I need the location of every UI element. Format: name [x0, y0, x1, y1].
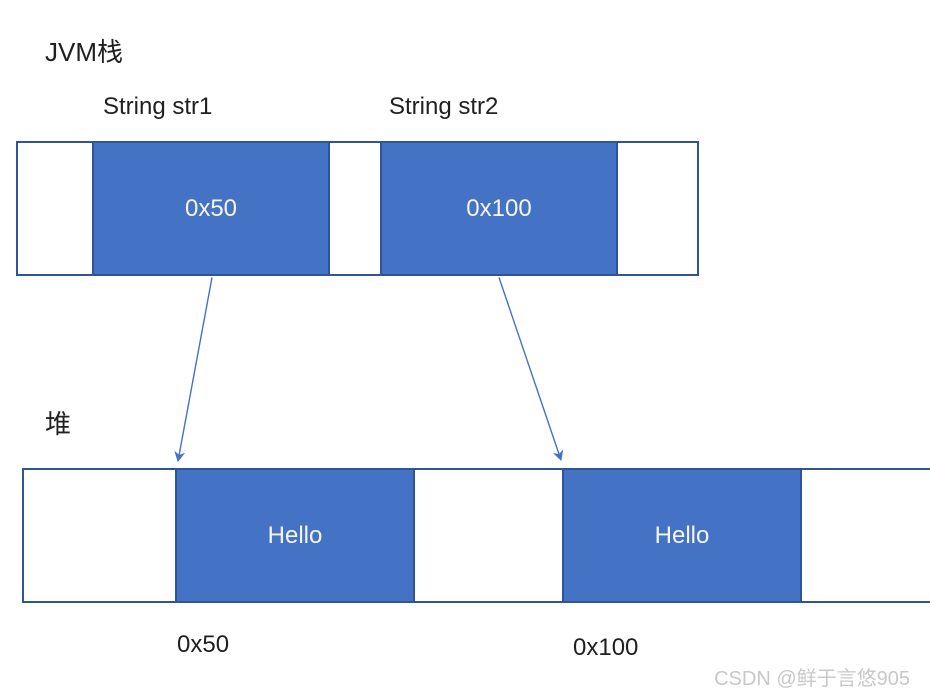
- pointer-arrow-str1: [174, 277, 213, 463]
- variable-label-str2: String str2: [389, 93, 499, 120]
- stack-cell-str1: 0x50: [92, 141, 330, 276]
- heap-address-label-1: 0x50: [177, 631, 230, 658]
- stack-cell-str2: 0x100: [380, 141, 618, 276]
- heap-object-2: Hello: [562, 468, 802, 603]
- heap-section-title: 堆: [45, 409, 72, 439]
- stack-section-title: JVM栈: [45, 37, 124, 67]
- heap-object-1-value: Hello: [267, 521, 323, 549]
- variable-label-str1: String str1: [103, 93, 213, 120]
- heap-object-1: Hello: [175, 468, 415, 603]
- heap-address-label-2: 0x100: [573, 634, 639, 661]
- csdn-watermark: CSDN @鲜于言悠905: [714, 668, 910, 690]
- stack-cell-str2-value: 0x100: [466, 194, 532, 222]
- pointer-arrow-str2: [498, 277, 564, 462]
- stack-cell-str1-value: 0x50: [184, 194, 238, 222]
- heap-object-2-value: Hello: [654, 521, 710, 549]
